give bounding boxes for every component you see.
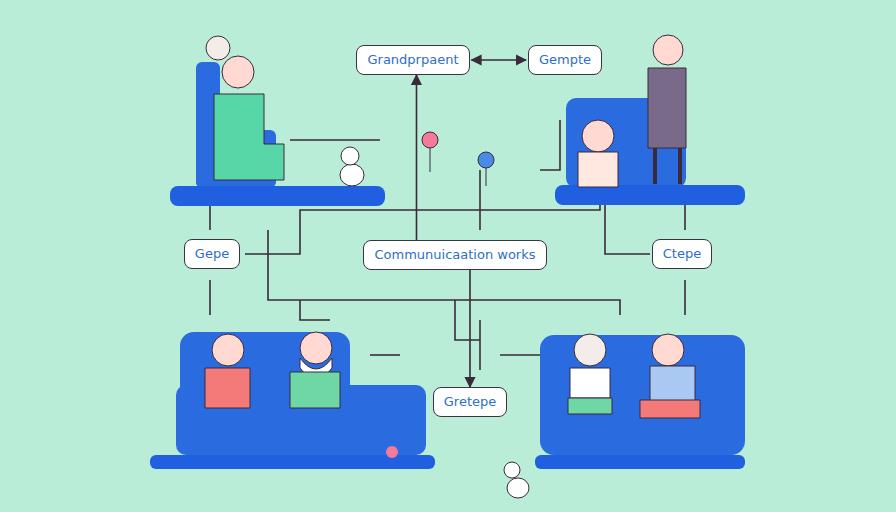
text-box: Communuicaation works xyxy=(363,240,546,270)
text-box: Ctepe xyxy=(652,239,712,269)
text-box: Grandprpaent xyxy=(356,45,469,75)
text-box: Gretepe xyxy=(433,387,507,417)
connector-arrow xyxy=(416,75,418,240)
box-label: Gempte xyxy=(539,52,591,68)
box-label: Ctepe xyxy=(663,246,701,262)
box-label: Grandprpaent xyxy=(367,52,458,68)
box-label: Communuicaation works xyxy=(374,247,535,263)
connector-arrow xyxy=(472,59,526,61)
box-label: Gepe xyxy=(195,246,229,262)
text-box: Gempte xyxy=(528,45,602,75)
connector-arrow xyxy=(469,270,471,387)
box-label: Gretepe xyxy=(444,394,496,410)
text-box: Gepe xyxy=(184,239,240,269)
